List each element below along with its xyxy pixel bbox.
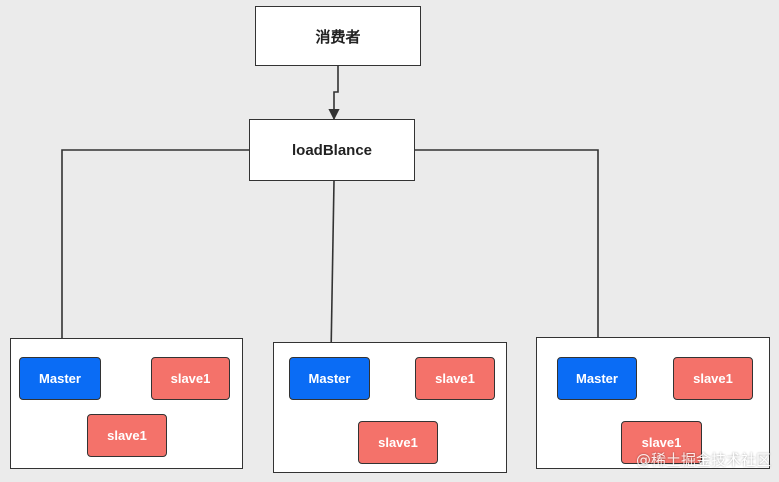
cluster-3-slave-bottom-node: slave1 (621, 421, 702, 464)
cluster-3-slave-bottom-label: slave1 (641, 435, 682, 450)
cluster-2-slave-bottom-node: slave1 (358, 421, 438, 464)
cluster-1-master-node: Master (19, 357, 101, 400)
cluster-1-slave-right-node: slave1 (151, 357, 230, 400)
edge-loadbalancer-to-cluster-1 (56, 149, 249, 357)
cluster-3-slave-right-node: slave1 (673, 357, 753, 400)
cluster-1-slave-bottom-node: slave1 (87, 414, 167, 457)
cluster-3-master-label: Master (576, 371, 618, 386)
cluster-2-slave-right-label: slave1 (435, 371, 475, 386)
cluster-3-slave-right-label: slave1 (693, 371, 733, 386)
cluster-2-master-node: Master (289, 357, 370, 400)
edge-consumer-to-loadbalancer (328, 66, 340, 121)
consumer-node: 消费者 (255, 6, 421, 66)
cluster-2-master-label: Master (308, 371, 351, 386)
consumer-label: 消费者 (315, 28, 361, 46)
cluster-1-master-label: Master (39, 371, 81, 386)
cluster-2-slave-bottom-label: slave1 (378, 435, 418, 450)
watermark: @稀土掘金技术社区 (635, 451, 771, 469)
edge-loadbalancer-to-cluster-2 (325, 180, 337, 357)
cluster-1-slave-bottom-label: slave1 (107, 428, 147, 443)
edge-loadbalancer-to-cluster-3 (415, 149, 604, 357)
cluster-2-slave-right-node: slave1 (415, 357, 495, 400)
load-balancer-label: loadBlance (291, 141, 373, 159)
cluster-1-slave-right-label: slave1 (170, 371, 211, 386)
cluster-3-master-node: Master (557, 357, 637, 400)
load-balancer-node: loadBlance (249, 119, 415, 181)
